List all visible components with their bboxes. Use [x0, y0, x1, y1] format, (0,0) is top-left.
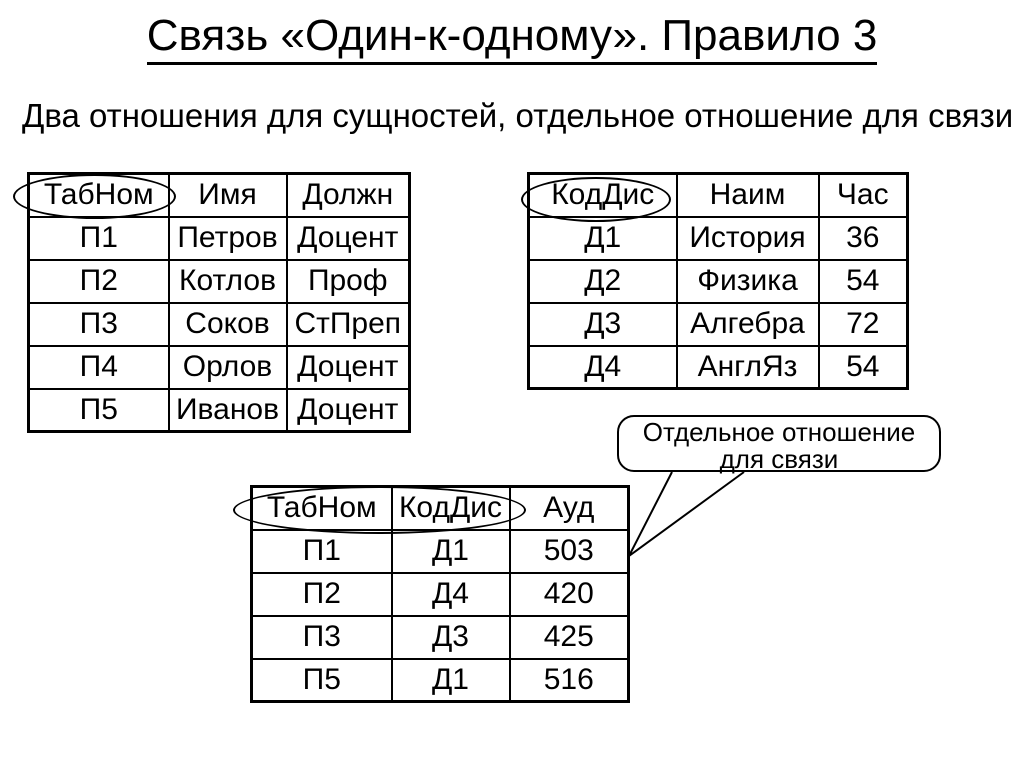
table-cell: Д1 — [390, 528, 511, 574]
table-cell: 425 — [508, 614, 630, 660]
table-cell: Алгебра — [675, 301, 820, 347]
column-header: Имя — [167, 172, 288, 218]
column-header: КодДис — [527, 172, 678, 218]
table-cell: Проф — [285, 258, 411, 304]
table-cell: П1 — [27, 215, 170, 261]
table-cell: Д3 — [390, 614, 511, 660]
table-cell: Д4 — [390, 571, 511, 617]
column-header: Должн — [285, 172, 411, 218]
table-cell: 54 — [817, 344, 909, 390]
column-header: Час — [817, 172, 909, 218]
table-cell: П5 — [250, 657, 393, 703]
table-cell: 420 — [508, 571, 630, 617]
table-cell: Орлов — [167, 344, 288, 390]
table-cell: П5 — [27, 387, 170, 433]
table-cell: Иванов — [167, 387, 288, 433]
table-cell: Котлов — [167, 258, 288, 304]
column-header: Наим — [675, 172, 820, 218]
table-cell: 516 — [508, 657, 630, 703]
table-cell: 54 — [817, 258, 909, 304]
column-header: Ауд — [508, 485, 630, 531]
table-cell: Доцент — [285, 344, 411, 390]
table-cell: Доцент — [285, 387, 411, 433]
callout-text-line2: для связи — [719, 444, 839, 474]
table-cell: Доцент — [285, 215, 411, 261]
callout-bubble: Отдельное отношение для связи — [617, 415, 941, 474]
table-cell: Д1 — [390, 657, 511, 703]
column-header: ТабНом — [27, 172, 170, 218]
table-cell: П4 — [27, 344, 170, 390]
title-wrap: Связь «Один-к-одному». Правило 3 — [0, 12, 1024, 65]
page-title: Связь «Один-к-одному». Правило 3 — [146, 12, 878, 65]
table-cell: Д1 — [527, 215, 678, 261]
table-cell: 503 — [508, 528, 630, 574]
table-cell: Физика — [675, 258, 820, 304]
table-cell: П1 — [250, 528, 393, 574]
table-cell: П3 — [250, 614, 393, 660]
table-cell: АнглЯз — [675, 344, 820, 390]
table-cell: Д4 — [527, 344, 678, 390]
column-header: КодДис — [390, 485, 511, 531]
table-cell: Д3 — [527, 301, 678, 347]
table-cell: Д2 — [527, 258, 678, 304]
subtitle: Два отношения для сущностей, отдельное о… — [22, 97, 1014, 134]
table-cell: П3 — [27, 301, 170, 347]
table-cell: 36 — [817, 215, 909, 261]
column-header: ТабНом — [250, 485, 393, 531]
table-cell: П2 — [27, 258, 170, 304]
table-cell: Петров — [167, 215, 288, 261]
table-cell: П2 — [250, 571, 393, 617]
table-cell: История — [675, 215, 820, 261]
table-cell: 72 — [817, 301, 909, 347]
callout-text-line1: Отдельное отношение — [642, 417, 916, 447]
table-cell: СтПреп — [285, 301, 411, 347]
table-cell: Соков — [167, 301, 288, 347]
